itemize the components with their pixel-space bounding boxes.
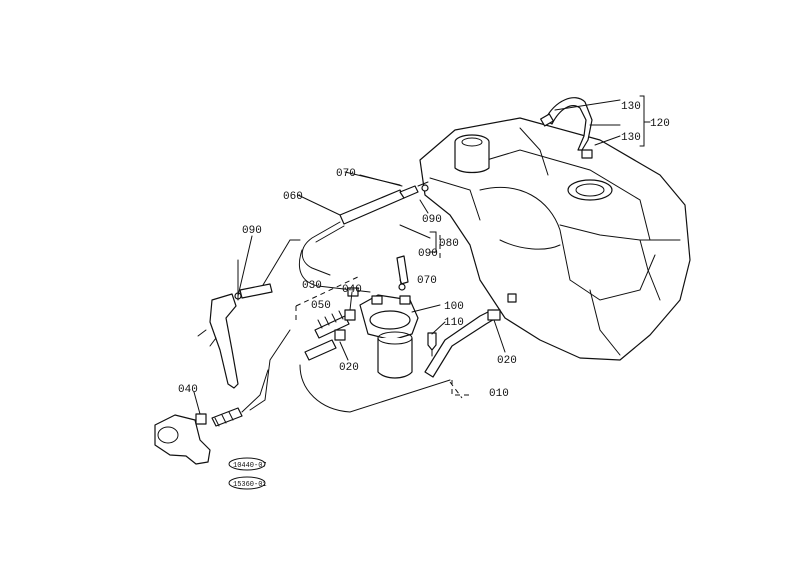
fuel-tank — [419, 117, 691, 361]
label-090-left: 090 — [242, 225, 262, 237]
fuel-filter — [359, 294, 437, 379]
label-120: 120 — [650, 118, 670, 130]
label-070-lower: 070 — [417, 275, 437, 287]
label-090-middle: 090 — [418, 248, 438, 260]
fuel-injector — [197, 259, 273, 389]
filler-cap — [454, 134, 490, 174]
label-060: 060 — [283, 191, 303, 203]
label-090-upper: 090 — [422, 214, 442, 226]
label-020-right: 020 — [497, 355, 517, 367]
drawing-stamps: 10440-07 15360-01 — [228, 457, 267, 490]
label-130-upper: 130 — [621, 101, 641, 113]
label-040-lower: 040 — [178, 384, 198, 396]
label-020-left: 020 — [339, 362, 359, 374]
label-130-lower: 130 — [621, 132, 641, 144]
label-050: 050 — [311, 300, 331, 312]
label-070-upper: 070 — [336, 168, 356, 180]
fuel-feed-pump — [154, 369, 269, 465]
group-brackets — [439, 235, 470, 396]
label-040-upper: 040 — [342, 284, 362, 296]
stamp-15360-01: 15360-01 — [233, 481, 267, 489]
label-030: 030 — [302, 280, 322, 292]
fuel-hose-030-050 — [249, 275, 361, 411]
stamp-10440-07: 10440-07 — [233, 462, 267, 470]
fuel-hoses — [259, 174, 437, 293]
label-110: 110 — [444, 317, 464, 329]
tank-sender-opening — [567, 179, 613, 201]
label-100: 100 — [444, 301, 464, 313]
vent-hose-assembly — [540, 95, 651, 159]
part-labels: 060 070 090 080 090 070 090 030 040 050 … — [178, 101, 670, 400]
label-010: 010 — [489, 388, 509, 400]
label-080: 080 — [439, 238, 459, 250]
leader-lines — [193, 171, 506, 415]
